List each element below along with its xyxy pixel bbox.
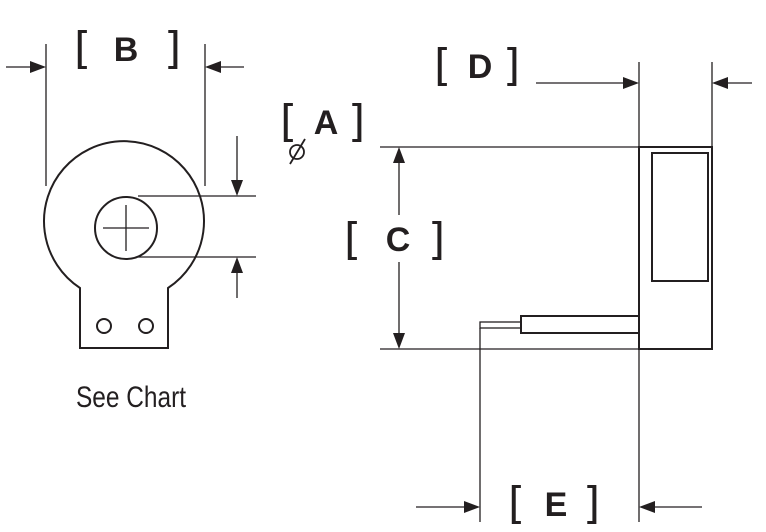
bracket-close: ] xyxy=(348,96,365,147)
bracket-open: [ xyxy=(434,40,451,91)
bracket-open: [ xyxy=(344,214,361,265)
front-view xyxy=(6,44,256,349)
arrow-d-left-head xyxy=(623,77,639,89)
side-view xyxy=(380,62,752,522)
dimension-d-label: D xyxy=(468,48,493,86)
dimension-e-label: E xyxy=(545,486,568,524)
dimension-e: [ E ] xyxy=(508,478,600,529)
dimension-b-label: B xyxy=(114,31,139,69)
side-body xyxy=(638,146,713,350)
caption-see-chart: See Chart xyxy=(76,381,187,414)
arrow-d-right-head xyxy=(712,77,728,89)
dimension-d: [ D ] xyxy=(434,40,520,91)
dimension-c: [ C ] xyxy=(344,214,445,265)
dimension-a-label: A xyxy=(314,104,339,142)
arrow-b-left-head xyxy=(30,61,46,73)
bracket-open: [ xyxy=(280,96,297,147)
arrow-a-top-head xyxy=(231,180,243,196)
shaft xyxy=(520,315,640,334)
diameter-icon xyxy=(289,138,306,165)
arrow-b-right-head xyxy=(205,61,221,73)
body-outline xyxy=(43,140,205,349)
mounting-hole-right xyxy=(138,318,154,334)
mounting-hole-left xyxy=(96,318,112,334)
arrow-e-left-head xyxy=(464,501,480,513)
dimension-a: [ A ] xyxy=(280,96,365,165)
bore-circle xyxy=(94,196,158,260)
shaft-tip xyxy=(479,321,522,329)
arrow-a-bottom-head xyxy=(231,257,243,273)
bracket-close: ] xyxy=(428,214,445,265)
dimension-c-label: C xyxy=(386,221,411,259)
dimension-b: [ B ] xyxy=(74,23,181,74)
label-window xyxy=(651,152,709,282)
bracket-close: ] xyxy=(583,478,600,529)
arrow-c-top-head xyxy=(393,147,405,163)
bracket-open: [ xyxy=(508,478,525,529)
arrow-c-bottom-head xyxy=(393,333,405,349)
bracket-open: [ xyxy=(74,23,91,74)
bracket-close: ] xyxy=(503,40,520,91)
arrow-e-right-head xyxy=(639,501,655,513)
bracket-close: ] xyxy=(164,23,181,74)
